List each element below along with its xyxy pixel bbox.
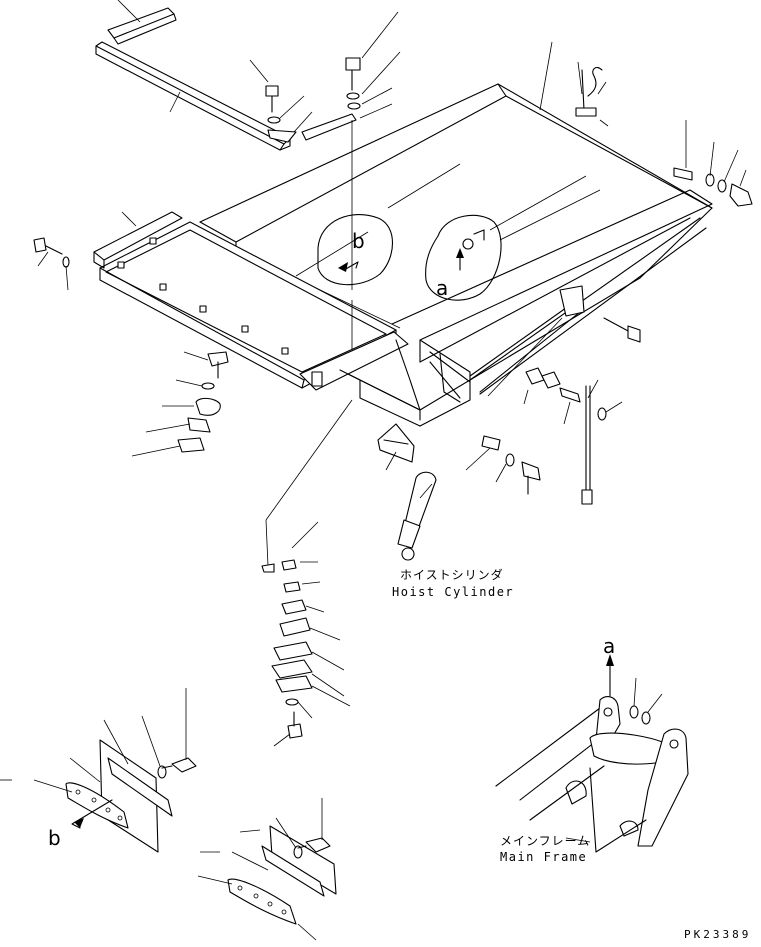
link-rod [581,379,623,505]
shim-stack [261,399,353,747]
hoist-cylinder [397,471,437,561]
small-rail-piece [301,103,393,141]
top-rail-bracket [107,0,177,45]
callout-a-inset: a [603,634,616,658]
hoist-cylinder-label-jp: ホイストシリンダ [400,568,504,582]
main-frame-inset [495,677,689,853]
bolt-top-1 [249,59,313,143]
hinge-bolt [603,317,641,343]
mudflap-right [197,798,337,941]
hoist-cylinder-label-en: Hoist Cylinder [392,585,515,599]
tailgate-hinge-tabs [117,237,289,355]
bolt-top-2 [345,11,401,110]
arrow-b-mudflap [74,818,84,828]
hinge-pins [523,367,581,425]
callout-b-mudflap: b [48,826,61,850]
bolt-left [33,237,70,291]
drawing-code: PK23389 [684,928,752,941]
arrow-b-detail [338,262,348,272]
arrow-a-detail [456,248,464,271]
tailgate-rail-left [93,211,183,269]
right-pin-bolt [673,120,753,207]
cylinder-mount-bracket [377,423,415,471]
front-rail [95,41,291,151]
mudflap-left [0,688,197,853]
lock-pin-chain [575,61,609,127]
cylinder-bracket-bolt [465,435,541,495]
callout-a-detail: a [436,276,449,300]
main-frame-label-en: Main Frame [500,850,588,864]
arrow-a-inset [606,654,614,697]
main-frame-label-jp: メインフレーム [500,834,591,848]
dump-body [99,41,713,427]
stopper-parts [131,351,229,457]
callout-b-detail: b [352,229,365,253]
